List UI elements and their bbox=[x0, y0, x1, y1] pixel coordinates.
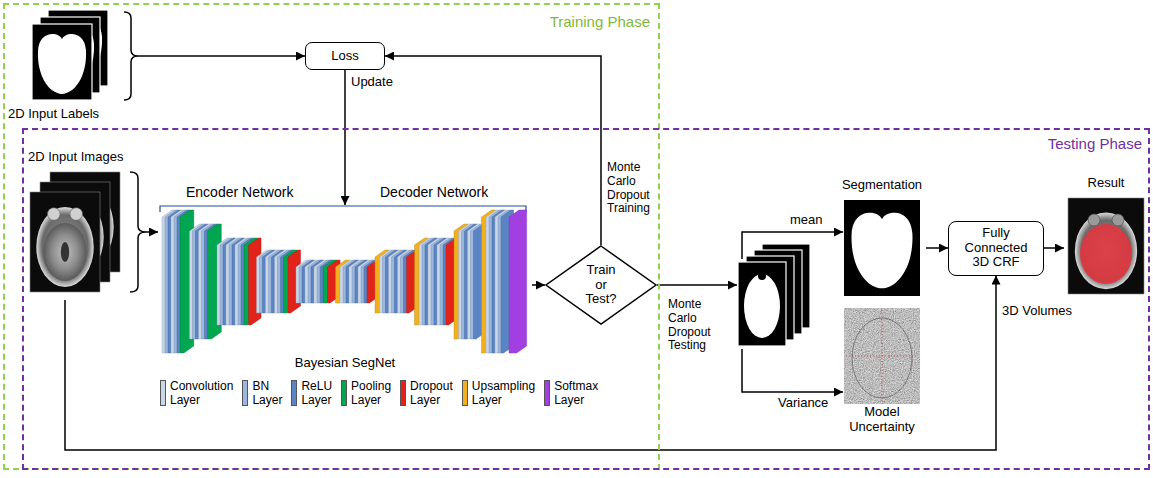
node-text: Decoder Network bbox=[380, 184, 488, 200]
node-illustration bbox=[1064, 176, 1148, 296]
image-node: Segmentation bbox=[838, 178, 926, 296]
node-text: 2D Input Images bbox=[28, 150, 123, 165]
node-text: Bayesian SegNet bbox=[158, 356, 532, 371]
phase-title: Training Phase bbox=[550, 13, 650, 30]
legend-swatch bbox=[242, 380, 248, 406]
legend-text: BN Layer bbox=[252, 380, 282, 408]
legend-text: Convolution Layer bbox=[170, 380, 233, 408]
connector-arrow bbox=[926, 247, 948, 249]
network-layer bbox=[509, 210, 527, 353]
node-text: Result bbox=[1064, 176, 1148, 191]
legend-item: Dropout Layer bbox=[400, 380, 453, 408]
legend-item: BN Layer bbox=[242, 380, 282, 408]
mri-ventricle bbox=[61, 242, 69, 262]
legend-text: Dropout Layer bbox=[410, 380, 453, 408]
note-label: mean bbox=[790, 213, 823, 228]
sample-image bbox=[738, 262, 786, 346]
node-text: Segmentation bbox=[838, 178, 926, 193]
legend-swatch bbox=[400, 380, 406, 406]
result-eye bbox=[1112, 214, 1124, 226]
legend-item: Pooling Layer bbox=[341, 380, 391, 408]
sample-mask-notch bbox=[758, 272, 766, 280]
note-label: Monte Carlo Dropout Testing bbox=[668, 298, 711, 353]
variance-arrow bbox=[742, 349, 843, 392]
connector-arrow bbox=[146, 231, 158, 233]
segmentation-mask bbox=[852, 213, 913, 289]
legend-item: Upsampling Layer bbox=[462, 380, 535, 408]
input-brace bbox=[124, 12, 138, 100]
node-text: Train or Test? bbox=[585, 263, 616, 308]
decision-diamond: Train or Test? bbox=[545, 245, 657, 325]
uncertainty-crosshair bbox=[846, 310, 918, 404]
sample-mask bbox=[744, 274, 780, 338]
node-illustration bbox=[158, 205, 532, 370]
result-eye bbox=[1088, 214, 1100, 226]
input-images-node: 2D Input Images bbox=[26, 150, 146, 300]
legend-text: Upsampling Layer bbox=[472, 380, 535, 408]
edge-label: 3D Volumes bbox=[1002, 304, 1072, 319]
mean-arrow bbox=[742, 232, 843, 259]
testing-phase-region: Testing Phase 2D Input ImagesEncoder Netw… bbox=[22, 128, 1150, 470]
result-overlay bbox=[1080, 224, 1132, 284]
mri-eye bbox=[70, 208, 83, 221]
legend-text: Pooling Layer bbox=[351, 380, 391, 408]
legend-swatch bbox=[291, 380, 297, 406]
mri-eye bbox=[48, 208, 61, 221]
node-illustration bbox=[8, 8, 138, 122]
uncertainty-image bbox=[844, 308, 920, 404]
connector-arrow bbox=[138, 55, 305, 57]
legend-item: Softmax Layer bbox=[544, 380, 598, 408]
legend-text: Softmax Layer bbox=[554, 380, 598, 408]
input-brace bbox=[130, 172, 146, 292]
edge-label: Update bbox=[351, 75, 393, 90]
legend-item: ReLU Layer bbox=[291, 380, 332, 408]
network-node: Encoder NetworkDecoder NetworkBayesian S… bbox=[158, 205, 532, 370]
mri-frame bbox=[30, 192, 100, 292]
node-illustration bbox=[838, 178, 926, 296]
process-box: Fully Connected 3D CRF bbox=[948, 221, 1044, 276]
legend-swatch bbox=[462, 380, 468, 406]
edge-label: Monte Carlo Dropout Training bbox=[607, 161, 650, 216]
connector-arrow bbox=[532, 284, 545, 286]
input-labels-node: 2D Input Labels bbox=[8, 8, 138, 122]
legend-swatch bbox=[341, 380, 347, 406]
mri-head bbox=[1075, 212, 1137, 289]
sample-stack bbox=[738, 244, 810, 346]
node-text: Fully Connected 3D CRF bbox=[956, 226, 1036, 271]
image-node: Model Uncertainty bbox=[838, 306, 926, 440]
mri-brain bbox=[43, 223, 86, 281]
image-node: Result bbox=[1064, 176, 1148, 296]
label-mask bbox=[38, 34, 86, 94]
legend-item: Convolution Layer bbox=[160, 380, 233, 408]
testing-arrow bbox=[657, 284, 737, 286]
legend-swatch bbox=[160, 380, 166, 406]
phase-title: Testing Phase bbox=[1048, 135, 1142, 152]
segmentation-image bbox=[844, 200, 920, 296]
connector-arrow bbox=[344, 70, 346, 205]
node-text: 2D Input Labels bbox=[8, 107, 99, 122]
node-text: Encoder Network bbox=[186, 184, 293, 200]
label-image bbox=[32, 24, 92, 100]
node-text: Model Uncertainty bbox=[838, 405, 926, 435]
layer-legend: Convolution Layer BN Layer ReLU Layer Pooli… bbox=[160, 380, 598, 408]
node-text: Loss bbox=[331, 49, 358, 64]
node-illustration bbox=[26, 150, 146, 300]
process-box: Loss bbox=[305, 42, 385, 70]
mri-frame bbox=[1068, 198, 1144, 294]
network-bracket bbox=[160, 206, 526, 212]
diamond-shape bbox=[546, 246, 656, 324]
note-label: Variance bbox=[778, 396, 828, 411]
mri-head bbox=[36, 207, 93, 287]
legend-text: ReLU Layer bbox=[301, 380, 332, 408]
legend-swatch bbox=[544, 380, 550, 406]
connector-arrow bbox=[1044, 247, 1064, 249]
